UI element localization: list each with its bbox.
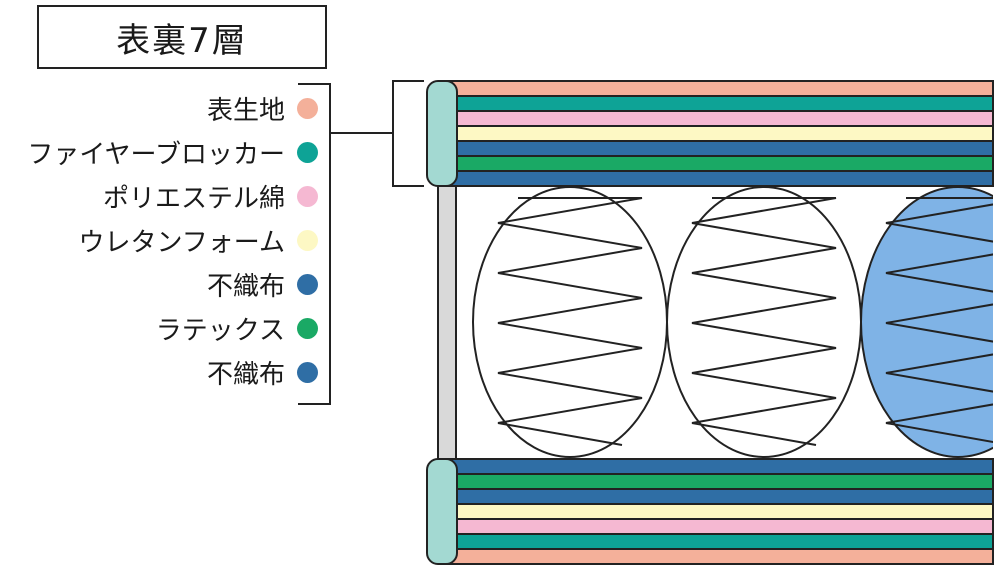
legend-item-3: ポリエステル綿 (103, 174, 318, 218)
legend-item-7: 不織布 (207, 350, 318, 394)
layer-band (439, 458, 994, 475)
legend-label: ポリエステル綿 (102, 183, 285, 214)
spring-coil (885, 197, 993, 443)
layer-band (439, 533, 994, 550)
layer-band (439, 548, 994, 565)
legend-dot (297, 97, 318, 119)
legend-item-5: 不織布 (207, 262, 318, 306)
layer-band (439, 155, 994, 172)
legend-dot (297, 273, 318, 295)
layer-band (439, 80, 994, 97)
legend-label: 不織布 (206, 271, 285, 302)
layer-band (439, 488, 994, 505)
legend-label: 不織布 (206, 359, 285, 390)
layer-band (439, 95, 994, 112)
legend-label: ウレタンフォーム (78, 227, 285, 258)
spring-coils (472, 186, 993, 458)
legend-label: ラテックス (155, 315, 285, 346)
title-text: 表裏7層 (116, 20, 248, 61)
legend-item-1: 表生地 (207, 86, 318, 130)
layer-band (439, 110, 994, 127)
bottom-layer-stack (439, 458, 994, 565)
spring-pocket (860, 186, 993, 458)
layer-band (439, 140, 994, 157)
spring-coil (691, 197, 837, 446)
legend-label: 表生地 (206, 95, 285, 126)
legend-bracket (298, 80, 424, 405)
layer-band (439, 518, 994, 535)
bottom-edge-panel (426, 458, 458, 565)
legend-dot (297, 141, 318, 163)
top-edge-panel (426, 80, 458, 187)
legend-dot (297, 317, 318, 339)
legend-dot (297, 229, 318, 251)
spring-coil (497, 197, 643, 446)
layer-band (439, 170, 994, 187)
layer-band (439, 503, 994, 520)
layer-band (439, 473, 994, 490)
title-box: 表裏7層 (37, 5, 327, 69)
legend-item-4: ウレタンフォーム (79, 218, 318, 262)
legend-label: ファイヤーブロッカー (27, 139, 285, 170)
legend-item-6: ラテックス (156, 306, 318, 350)
layer-band (439, 125, 994, 142)
legend-dot (297, 361, 318, 383)
top-layer-stack (439, 80, 994, 187)
side-frame (437, 184, 457, 461)
legend-item-2: ファイヤーブロッカー (27, 130, 318, 174)
legend-dot (297, 185, 318, 207)
